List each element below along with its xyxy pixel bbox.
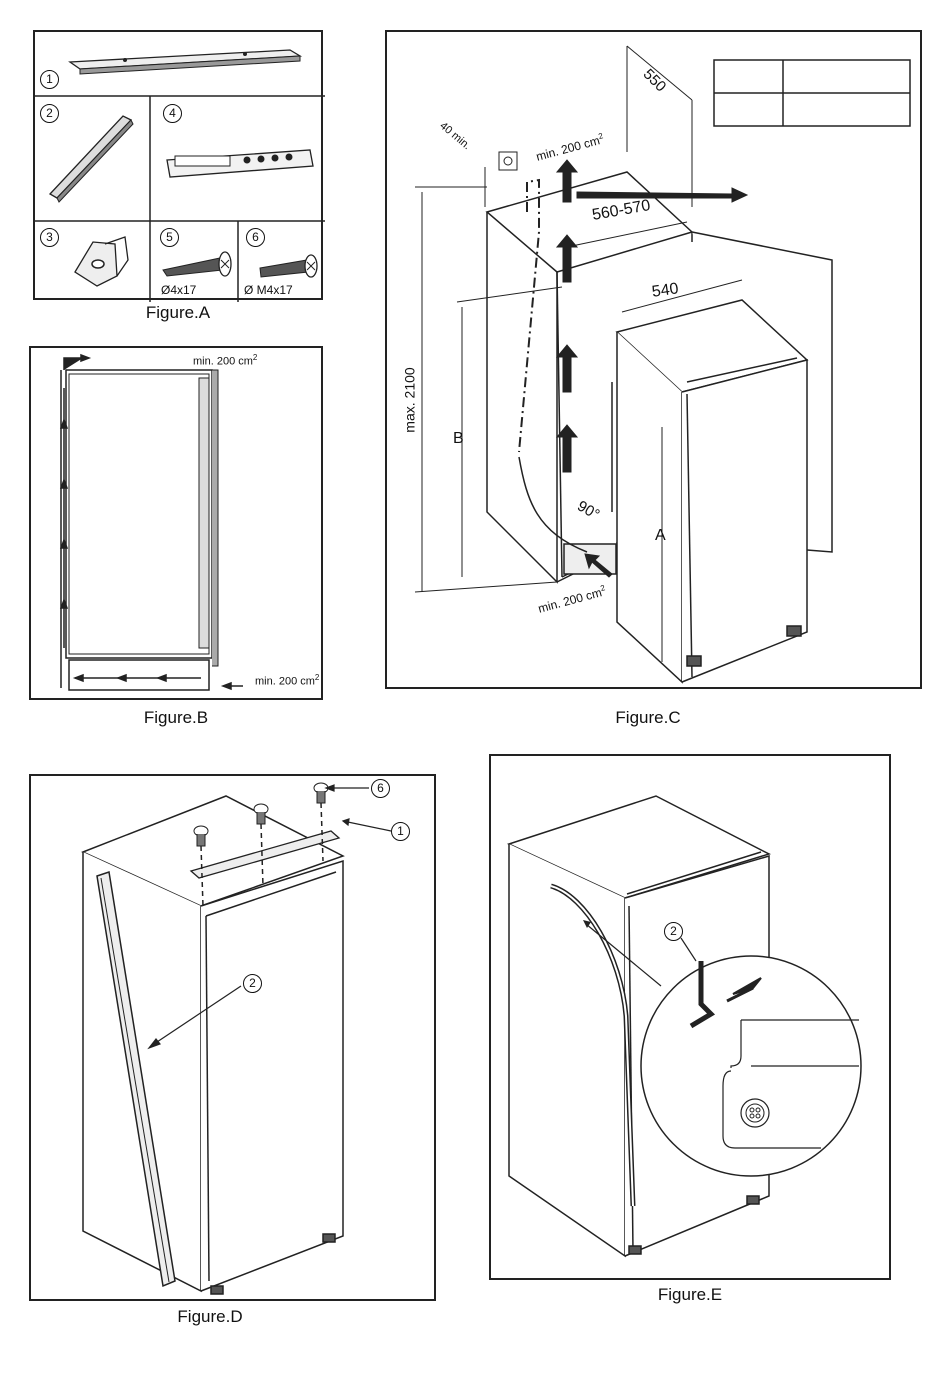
part-number-4: 4 bbox=[163, 104, 182, 123]
figure-b-drawing bbox=[31, 348, 325, 702]
strip-part-illustration bbox=[50, 116, 133, 202]
figure-e-panel: 2 bbox=[489, 754, 891, 1280]
part-number-6: 6 bbox=[246, 228, 265, 247]
figure-e-callout-2: 2 bbox=[664, 922, 683, 941]
figure-d-drawing bbox=[31, 776, 438, 1303]
figure-b-panel: min. 200 cm2 min. 200 cm2 bbox=[29, 346, 323, 700]
figure-a-panel: 1 2 4 3 5 6 Ø4x17 Ø M4x17 bbox=[33, 30, 323, 300]
dimension-table bbox=[714, 60, 910, 126]
label-b: B bbox=[453, 430, 464, 448]
part-6-spec: Ø M4x17 bbox=[244, 283, 293, 297]
figure-d-callout-6: 6 bbox=[371, 779, 390, 798]
part-number-2: 2 bbox=[40, 104, 59, 123]
figure-b-bottom-vent-label: min. 200 cm2 bbox=[255, 673, 319, 688]
wood-screw-illustration bbox=[163, 252, 231, 276]
refrigerator-appliance bbox=[612, 300, 807, 682]
machine-screw-illustration bbox=[260, 255, 317, 277]
label-a: A bbox=[655, 527, 666, 545]
part-number-3: 3 bbox=[40, 228, 59, 247]
part-5-spec: Ø4x17 bbox=[161, 283, 196, 297]
figure-d-panel: 6 1 2 bbox=[29, 774, 436, 1301]
part-number-1: 1 bbox=[40, 70, 59, 89]
figure-c-drawing bbox=[387, 32, 924, 691]
figure-d-caption: Figure.D bbox=[150, 1307, 270, 1327]
figure-d-callout-1: 1 bbox=[391, 822, 410, 841]
part-number-5: 5 bbox=[160, 228, 179, 247]
dim-540: 540 bbox=[651, 280, 680, 302]
dim-max-2100: max. 2100 bbox=[402, 367, 418, 432]
figure-c-caption: Figure.C bbox=[588, 708, 708, 728]
figure-c-panel: 550 40 min. min. 200 cm2 560-570 540 max… bbox=[385, 30, 922, 689]
figure-a-caption: Figure.A bbox=[118, 303, 238, 323]
bracket-part-illustration bbox=[75, 237, 128, 286]
figure-a-drawing bbox=[35, 32, 325, 302]
rail-part-illustration bbox=[70, 50, 300, 74]
figure-d-callout-2: 2 bbox=[243, 974, 262, 993]
figure-e-caption: Figure.E bbox=[630, 1285, 750, 1305]
wall-socket bbox=[499, 152, 517, 170]
figure-e-drawing bbox=[491, 756, 893, 1282]
figure-b-top-vent-label: min. 200 cm2 bbox=[193, 353, 257, 368]
figure-b-caption: Figure.B bbox=[116, 708, 236, 728]
cover-part-illustration bbox=[167, 150, 313, 177]
